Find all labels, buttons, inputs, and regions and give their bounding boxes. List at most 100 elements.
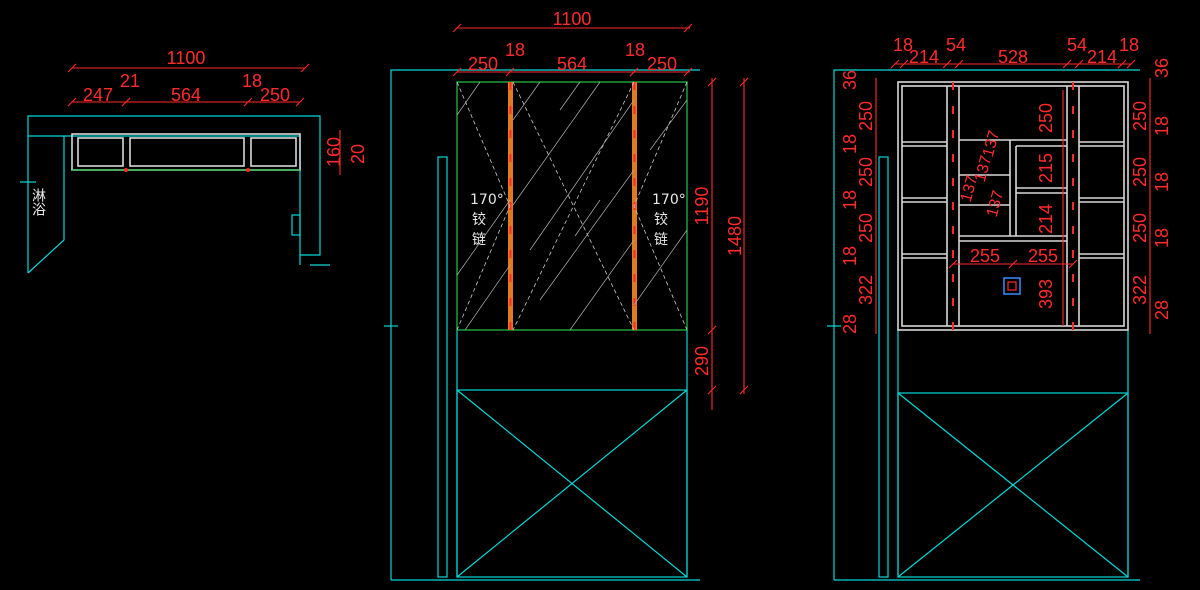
plan-shower-wall (27, 135, 65, 274)
front-tick (505, 67, 515, 77)
plan-tick (67, 63, 77, 73)
plan-tick (243, 97, 253, 107)
front-dim-left-panel: 250 (468, 54, 498, 74)
front-tick (707, 77, 717, 87)
front-tick (629, 67, 639, 77)
section-tick (1068, 259, 1078, 269)
front-tick (739, 77, 749, 87)
section-dim-inner-col-3: 137 (984, 189, 1007, 219)
section-cabinet-inner (901, 85, 1125, 327)
section-tick (954, 59, 964, 69)
section-dim-inner-col-1: 137 (972, 154, 995, 184)
plan-dim-gap2: 18 (242, 71, 262, 91)
section-dim-right-shelf-0: 250 (1130, 101, 1150, 131)
section-lower-cabinet (897, 392, 1129, 578)
front-mirror-cabinet (456, 81, 688, 331)
section-tick (948, 259, 958, 269)
section-wall-outline (833, 69, 1140, 580)
plan-dim-seg2: 564 (171, 85, 201, 105)
socket-icon (1003, 277, 1021, 295)
plan-tick (300, 63, 310, 73)
shower-label: 淋浴 (30, 188, 46, 216)
plan-dim-depth: 160 (324, 137, 344, 167)
section-dim-inner-col-2: 137 (980, 129, 1003, 159)
front-swing-center-2 (512, 81, 635, 331)
section-dim-mid-1: 215 (1036, 153, 1056, 183)
section-tick (1126, 59, 1136, 69)
hinge-left-line1: 铰 (472, 212, 486, 228)
section-tick (890, 59, 900, 69)
front-swing-center (512, 81, 635, 331)
section-dim-left-shelf-1: 18 (840, 134, 860, 154)
section-dim-left-shelf-2: 250 (856, 157, 876, 187)
section-dim-right-shelf-1: 18 (1152, 116, 1172, 136)
section-dim-top-3: 528 (998, 47, 1028, 67)
front-dim-center-panel: 564 (557, 54, 587, 74)
front-mirror-hatching (456, 81, 688, 331)
front-tick (683, 23, 693, 33)
section-dim-right-shelf-2: 250 (1130, 157, 1150, 187)
plan-wall-outline (27, 115, 321, 273)
section-dim-left-shelf-5: 18 (840, 246, 860, 266)
hinge-right-angle: 170° (652, 192, 686, 208)
front-dim-overall: 1100 (553, 9, 592, 29)
section-dim-mid-3: 393 (1036, 279, 1056, 309)
socket-icon-inner (1007, 281, 1017, 291)
plan-tick (295, 97, 305, 107)
plan-hinge-dot-2 (246, 168, 250, 172)
section-tick (942, 59, 952, 69)
front-dim-right-panel: 250 (647, 54, 677, 74)
section-dim-inner-width-left: 255 (970, 246, 1000, 266)
front-lower-cabinet (456, 389, 688, 578)
plan-tick (67, 97, 77, 107)
front-dim-bottom-offset: 290 (692, 346, 712, 376)
section-dim-left-shelf-4: 250 (856, 213, 876, 243)
hinge-right-line2: 链 (654, 232, 668, 248)
section-dim-left-shelf-3: 18 (840, 190, 860, 210)
front-tick (707, 325, 717, 335)
section-cabinet-frame (897, 81, 1129, 331)
front-tick (739, 385, 749, 395)
plan-dim-gap1: 21 (120, 71, 140, 91)
plan-cabinet (71, 133, 301, 171)
hinge-left-line2: 链 (472, 232, 486, 248)
front-dim-total-height: 1480 (725, 216, 745, 256)
section-dim-mid-2: 214 (1036, 204, 1056, 234)
section-dim-inner-width-right: 255 (1028, 246, 1058, 266)
section-dim-right-shelf-5: 18 (1152, 228, 1172, 248)
plan-dim-overall: 1100 (167, 48, 206, 68)
plan-cabinet-left (77, 137, 124, 167)
section-view: 18 214 54 528 54 214 18 36 250 18 250 18… (827, 35, 1172, 581)
plan-dim-seg3: 250 (260, 85, 290, 105)
section-dim-right-bottom: 28 (1152, 300, 1172, 320)
section-tick (1062, 59, 1072, 69)
section-dim-top-6: 18 (1119, 35, 1139, 55)
front-dim-right-gap: 18 (625, 40, 645, 60)
front-tick (452, 67, 462, 77)
section-dim-left-bottom: 28 (840, 314, 860, 334)
section-dim-left-shelf-6: 322 (856, 275, 876, 305)
section-dim-mid-0: 250 (1036, 103, 1056, 133)
section-tick (1008, 259, 1018, 269)
section-tick (899, 59, 909, 69)
front-lower-diag-2 (456, 389, 688, 578)
hinge-left-angle: 170° (470, 192, 504, 208)
plan-tick (121, 97, 131, 107)
section-dim-top-1: 214 (909, 47, 939, 67)
hinge-right-line1: 铰 (654, 212, 668, 228)
front-tick (452, 23, 462, 33)
section-side-panel (878, 156, 889, 578)
section-dim-inner-col-0: 137 (958, 174, 981, 204)
section-dim-top-edge-right: 36 (1152, 58, 1172, 78)
front-view: 170° 铰 链 170° 铰 链 1100 250 18 564 18 250… (384, 9, 749, 581)
section-dim-top-0: 18 (893, 35, 913, 55)
section-dim-right-shelf-3: 18 (1152, 172, 1172, 192)
front-dim-cabinet-height: 1190 (692, 187, 712, 226)
section-dim-left-shelf-0: 250 (856, 101, 876, 131)
plan-cabinet-center (129, 137, 245, 167)
front-swing-left (456, 81, 511, 331)
plan-view: 淋浴 1100 247 21 564 18 250 160 20 (20, 48, 368, 274)
front-dim-left-gap: 18 (505, 40, 525, 60)
plan-hinge-dot (124, 168, 128, 172)
